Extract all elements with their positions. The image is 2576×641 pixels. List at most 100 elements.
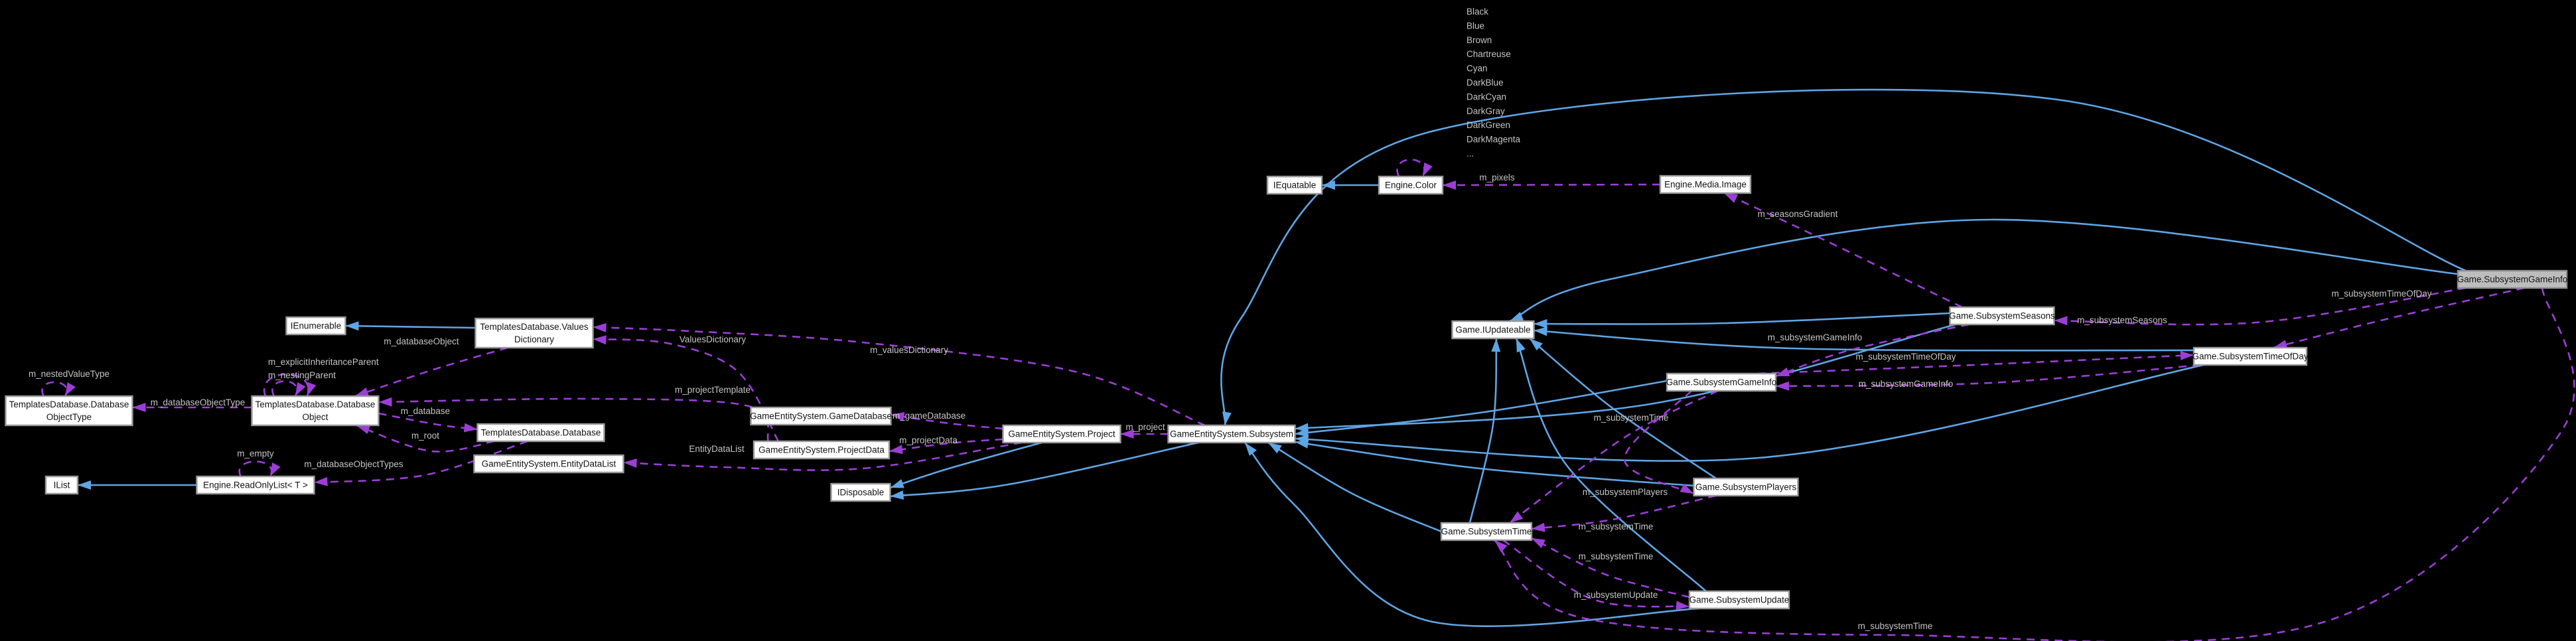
edge-inherit-4: [890, 441, 1199, 500]
color-constants-list-line-7: DarkGray: [1467, 106, 1505, 116]
edge-EntityDataList-24: EntityDataList: [623, 441, 1023, 471]
node-mediaimage[interactable]: Engine.Media.Image: [1659, 175, 1752, 194]
edge-m_pixels-18: m_pixels: [1442, 173, 1661, 190]
node-valuesdict[interactable]: TemplatesDatabase.ValuesDictionary: [474, 317, 594, 349]
node-label-time-0: Game.SubsystemTime: [1441, 527, 1532, 537]
edge-label-EntityDataList: EntityDataList: [689, 444, 745, 454]
edge-m_databaseObject-19: m_databaseObject: [354, 336, 508, 397]
edge-inherit-5: [1534, 312, 1950, 328]
node-ienumerable[interactable]: IEnumerable: [285, 316, 346, 336]
edge-label-m_subsystemTime: m_subsystemTime: [1858, 621, 1933, 631]
color-constants-list-line-6: DarkCyan: [1467, 92, 1506, 102]
color-constants-list-line-9: DarkMagenta: [1467, 135, 1521, 145]
node-seasons[interactable]: Game.SubsystemSeasons: [1949, 306, 2055, 326]
node-label-iupdateable-0: Game.IUpdateable: [1455, 325, 1530, 335]
node-projectdata[interactable]: GameEntitySystem.ProjectData: [752, 440, 891, 460]
node-label-graygi-0: Game.SubsystemGameInfo: [2457, 275, 2568, 285]
edge-m_root-22: m_root: [356, 424, 495, 453]
explicit-inheritance-parent-label: m_explicitInheritanceParent: [268, 357, 379, 367]
edge-m_subsystemTime-39: m_subsystemTime: [1531, 494, 1717, 532]
edge-inherit-7: [1509, 218, 2459, 322]
color-constants-list-line-0: Black: [1467, 7, 1488, 17]
edge-m_subsystemUpdate-41: m_subsystemUpdate: [1502, 539, 1690, 610]
edge-m_valuesDictionary-30: m_valuesDictionary: [593, 322, 1206, 427]
color-constants-list-line-10: ...: [1467, 149, 1474, 159]
node-whitegi[interactable]: Game.SubsystemGameInfo: [1666, 372, 1777, 392]
node-subsystem[interactable]: GameEntitySystem.Subsystem: [1167, 424, 1296, 444]
node-time[interactable]: Game.SubsystemTime: [1440, 522, 1533, 541]
edge-label-m_subsystemPlayers: m_subsystemPlayers: [1583, 487, 1668, 497]
node-label-color-0: Engine.Color: [1385, 180, 1437, 190]
node-label-update-0: Game.SubsystemUpdate: [1689, 595, 1790, 605]
node-database[interactable]: TemplatesDatabase.Database: [476, 423, 605, 443]
node-project[interactable]: GameEntitySystem.Project: [1002, 424, 1121, 444]
edge-m_databaseObjectTypes-23: m_databaseObjectTypes: [304, 440, 528, 486]
node-gamedb[interactable]: GameEntitySystem.GameDatabase: [750, 406, 892, 426]
edge-inherit-10: [1529, 338, 1717, 480]
edge-label-m_projectData: m_projectData: [899, 435, 958, 445]
node-color[interactable]: Engine.Color: [1378, 175, 1444, 195]
node-label-entitydata-0: GameEntitySystem.EntityDataList: [482, 459, 616, 469]
node-label-subsystem-0: GameEntitySystem.Subsystem: [1170, 429, 1293, 439]
explicit-inheritance-parent-loop: [271, 380, 306, 397]
edge-m_subsystemTime-42: m_subsystemTime: [1494, 287, 2575, 641]
edge-label-m_database: m_database: [401, 406, 450, 416]
edge-inherit-17: [1220, 88, 2467, 426]
edge-label-m_subsystemTimeOfDay: m_subsystemTimeOfDay: [1855, 352, 1956, 362]
edge-label-ValuesDictionary: ValuesDictionary: [680, 334, 747, 344]
node-timeofday[interactable]: Game.SubsystemTimeOfDay: [2192, 346, 2309, 366]
edge-label-m_databaseObjectType: m_databaseObjectType: [151, 397, 246, 407]
edge-label-m_projectTemplate: m_projectTemplate: [675, 385, 751, 395]
node-readonly[interactable]: Engine.ReadOnlyList< T >: [196, 475, 315, 495]
node-label-database-0: TemplatesDatabase.Database: [481, 428, 601, 438]
node-label-valuesdict-1: Dictionary: [514, 334, 554, 344]
edge-label-m_subsystemGameInfo: m_subsystemGameInfo: [1768, 332, 1863, 342]
explicit-inheritance-parent-label-line-0: m_explicitInheritanceParent: [268, 357, 379, 367]
edges-layer: m_pixelsm_databaseObjectm_databaseObject…: [41, 88, 2575, 641]
node-idisposable[interactable]: IDisposable: [830, 482, 891, 502]
labels-layer: BlackBlueBrownChartreuseCyanDarkBlueDark…: [29, 7, 1521, 459]
node-label-dbobject-1: Object: [302, 412, 328, 422]
empty-loop: [238, 461, 281, 477]
empty-label: m_empty: [237, 449, 274, 459]
node-update[interactable]: Game.SubsystemUpdate: [1688, 590, 1790, 610]
edge-inherit-1: [345, 321, 476, 331]
edge-m_subsystemSeasons-32: m_subsystemSeasons: [2054, 287, 2467, 326]
nested-value-type-loop: [41, 381, 76, 397]
node-label-objecttype-1: ObjectType: [46, 412, 92, 422]
edge-label-m_databaseObject: m_databaseObject: [384, 336, 459, 346]
node-label-project-0: GameEntitySystem.Project: [1008, 429, 1115, 439]
node-label-mediaimage-0: Engine.Media.Image: [1664, 180, 1747, 190]
edge-label-m_subsystemGameInfo: m_subsystemGameInfo: [1859, 379, 1954, 389]
node-graygi[interactable]: Game.SubsystemGameInfo: [2457, 269, 2568, 289]
edge-m_gameDatabase-27: m_gameDatabase: [891, 411, 1003, 430]
color-constants-list-line-2: Brown: [1467, 35, 1492, 45]
nested-value-type-label: m_nestedValueType: [29, 369, 109, 379]
color-constants-list-line-8: DarkGreen: [1467, 120, 1510, 130]
node-label-whitegi-0: Game.SubsystemGameInfo: [1666, 378, 1777, 388]
edge-m_projectData-28: m_projectData: [889, 435, 1003, 455]
node-label-dbobject-0: TemplatesDatabase.Database: [255, 399, 376, 409]
node-label-seasons-0: Game.SubsystemSeasons: [1949, 311, 2055, 321]
node-iequatable[interactable]: IEquatable: [1266, 175, 1323, 195]
node-players[interactable]: Game.SubsystemPlayers: [1693, 477, 1799, 497]
color-constants-list-line-4: Cyan: [1467, 64, 1488, 74]
node-label-projectdata-0: GameEntitySystem.ProjectData: [758, 445, 885, 455]
node-label-objecttype-0: TemplatesDatabase.Database: [9, 399, 129, 409]
edge-label-m_gameDatabase: m_gameDatabase: [893, 411, 966, 421]
node-label-players-0: Game.SubsystemPlayers: [1695, 482, 1797, 492]
node-entitydata[interactable]: GameEntitySystem.EntityDataList: [473, 454, 624, 474]
color-constants-list-line-3: Chartreuse: [1467, 49, 1511, 59]
edge-inherit-8: [1468, 338, 1501, 524]
edge-m_project-29: m_project: [1120, 422, 1169, 439]
edge-inherit-15: [1267, 441, 1442, 533]
edge-inherit-9: [1515, 338, 1707, 592]
node-iupdateable[interactable]: Game.IUpdateable: [1451, 320, 1535, 340]
empty-label-line-0: m_empty: [237, 449, 274, 459]
nodes-layer: IEquatable Engine.Color Engine.Media.Image…: [5, 175, 2568, 610]
node-label-idisposable-0: IDisposable: [837, 488, 885, 498]
edge-m_subsystemTime-37: m_subsystemTime: [1509, 390, 1719, 524]
node-ilist[interactable]: IList: [44, 475, 79, 495]
